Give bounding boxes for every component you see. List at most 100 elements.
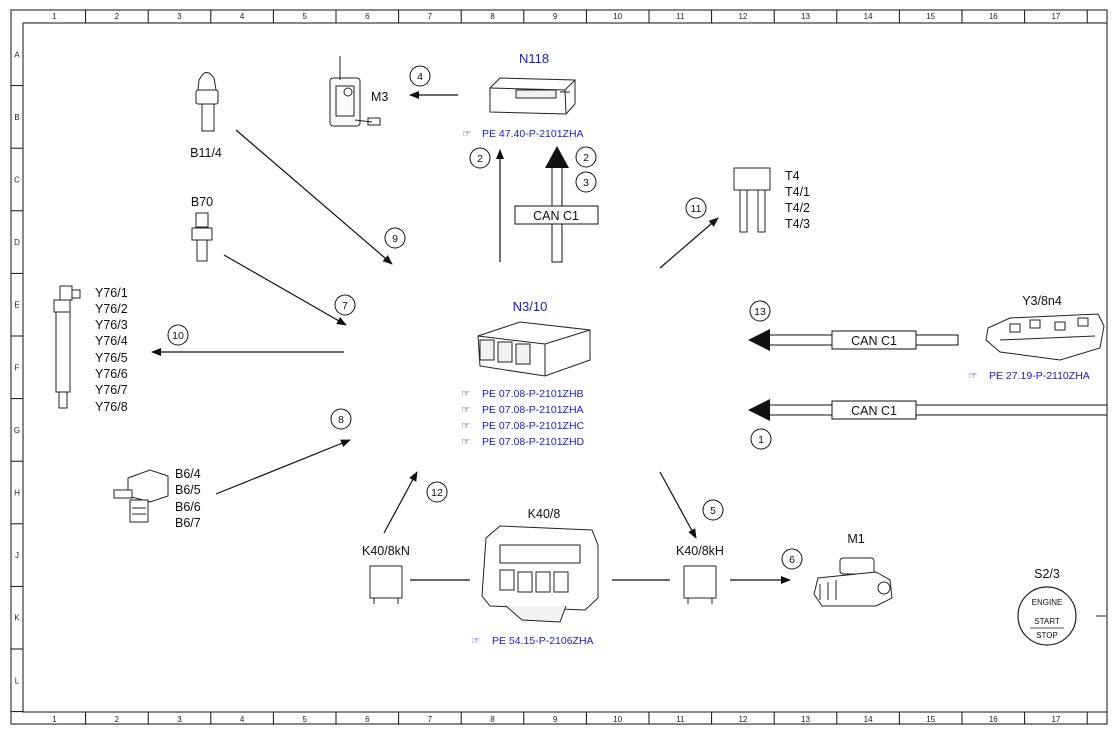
- k40-8-ref: PE 54.15-P-2106ZHA: [492, 635, 594, 647]
- n3-10-ref-link-2[interactable]: ☞ PE 07.08-P-2101ZHA: [461, 404, 584, 416]
- svg-text:5: 5: [710, 505, 716, 517]
- m1-starter-motor-icon: [813, 557, 893, 607]
- grid-row-label: C: [14, 176, 20, 185]
- grid-column-label: 14: [864, 12, 873, 21]
- grid-row-label: L: [15, 676, 20, 685]
- grid-column-label: 16: [989, 715, 998, 724]
- n3-10-label: N3/10: [513, 299, 548, 314]
- n3-10-ref-link-1[interactable]: ☞ PE 07.08-P-2101ZHB: [461, 388, 584, 400]
- hand-pointer-icon: ☞: [461, 420, 470, 432]
- callout-7: 7: [334, 294, 356, 316]
- m3-label: M3: [371, 90, 388, 104]
- engine-start-stop-button[interactable]: ENGINE START STOP: [1017, 586, 1077, 646]
- svg-text:8: 8: [338, 414, 344, 426]
- b6-label-4: B6/7: [175, 516, 201, 530]
- grid-column-label: 12: [738, 12, 747, 21]
- n118-module-icon: [489, 77, 576, 115]
- y3-8n4-ref-link[interactable]: ☞ PE 27.19-P-2110ZHA: [968, 370, 1090, 382]
- k40-8-label: K40/8: [528, 507, 561, 521]
- k40-8-ref-link[interactable]: ☞ PE 54.15-P-2106ZHA: [471, 635, 594, 647]
- button-line-stop: STOP: [1036, 631, 1058, 640]
- y76-label-6: Y76/6: [95, 367, 128, 381]
- grid-column-label: 11: [676, 715, 685, 724]
- grid-column-label: 7: [428, 715, 433, 724]
- hand-pointer-icon: ☞: [461, 436, 470, 448]
- callout-13: 13: [749, 300, 771, 322]
- y76-label-4: Y76/4: [95, 334, 128, 348]
- can-bus-right-1: CAN C1: [748, 329, 959, 351]
- can-bus-top: CAN C1: [514, 146, 599, 263]
- callout-12: 12: [426, 481, 448, 503]
- n3-10-ref-3: PE 07.08-P-2101ZHC: [482, 420, 585, 432]
- y3-8n4-ref: PE 27.19-P-2110ZHA: [989, 370, 1090, 382]
- svg-text:12: 12: [431, 487, 443, 499]
- grid-column-label: 3: [177, 715, 182, 724]
- arrow-7: [223, 254, 347, 326]
- grid-row-label: F: [15, 363, 20, 372]
- y76-label-3: Y76/3: [95, 318, 128, 332]
- grid-column-label: 6: [365, 715, 370, 724]
- k40-8-fuse-box-icon: [481, 525, 599, 623]
- n3-10-ref-link-3[interactable]: ☞ PE 07.08-P-2101ZHC: [461, 420, 585, 432]
- arrow-12: [383, 471, 418, 534]
- y76-label-1: Y76/1: [95, 286, 128, 300]
- callout-8: 8: [330, 408, 352, 430]
- grid-column-label: 1: [52, 715, 57, 724]
- svg-text:3: 3: [583, 177, 589, 189]
- grid-column-label: 8: [490, 715, 495, 724]
- grid-column-label: 10: [613, 12, 622, 21]
- t4-label-4: T4/3: [785, 217, 810, 231]
- grid-row-label: J: [15, 551, 19, 560]
- callout-2a: 2: [469, 147, 491, 169]
- k40-8kn-relay-icon: [369, 565, 403, 604]
- n3-10-ref-2: PE 07.08-P-2101ZHA: [482, 404, 584, 416]
- b6-sensor-icon: [113, 469, 169, 523]
- signal-arrows: [151, 91, 791, 584]
- y76-injector-icon: [53, 285, 81, 409]
- grid-row-label: A: [14, 50, 20, 59]
- svg-text:2: 2: [477, 153, 483, 165]
- k40-8kh-label: K40/8kH: [676, 544, 724, 558]
- t4-label-2: T4/1: [785, 185, 810, 199]
- grid-column-label: 13: [801, 715, 810, 724]
- grid-row-label: K: [14, 614, 20, 623]
- k40-8kn-label: K40/8kN: [362, 544, 410, 558]
- grid-column-label: 7: [428, 12, 433, 21]
- start-stop-button-ring: [1017, 586, 1077, 646]
- button-line-start: START: [1034, 617, 1060, 626]
- grid-row-label: B: [14, 113, 19, 122]
- grid-column-label: 6: [365, 12, 370, 21]
- grid-column-label: 15: [926, 715, 935, 724]
- svg-text:13: 13: [754, 306, 766, 318]
- grid-column-label: 2: [115, 12, 120, 21]
- grid-column-label: 1: [52, 12, 57, 21]
- n118-ref-link[interactable]: ☞ PE 47.40-P-2101ZHA: [462, 128, 584, 140]
- grid-column-label: 5: [302, 12, 307, 21]
- s2-3-label: S2/3: [1034, 567, 1060, 581]
- grid-column-label: 16: [989, 12, 998, 21]
- n3-10-ref-link-4[interactable]: ☞ PE 07.08-P-2101ZHD: [461, 436, 585, 448]
- svg-text:4: 4: [417, 71, 423, 83]
- b6-label-1: B6/4: [175, 467, 201, 481]
- grid-row-label: E: [14, 301, 19, 310]
- callout-9: 9: [384, 227, 406, 249]
- grid-column-label: 15: [926, 12, 935, 21]
- hand-pointer-icon: ☞: [968, 370, 977, 382]
- hand-pointer-icon: ☞: [471, 635, 480, 647]
- t4-sensor-icon: [733, 167, 771, 233]
- n118-label: N118: [519, 51, 549, 66]
- y3-8n4-label: Y3/8n4: [1022, 294, 1062, 308]
- grid-column-label: 2: [115, 715, 120, 724]
- grid-column-label: 14: [864, 715, 873, 724]
- b6-label-2: B6/5: [175, 483, 201, 497]
- callout-10: 10: [167, 324, 189, 346]
- b70-sensor-icon: [191, 212, 213, 262]
- grid-column-label: 4: [240, 715, 245, 724]
- n118-ref: PE 47.40-P-2101ZHA: [482, 128, 584, 140]
- grid-column-label: 11: [676, 12, 685, 21]
- svg-text:9: 9: [392, 233, 398, 245]
- grid-markers: 1122334455667788991010111112121313141415…: [11, 10, 1088, 724]
- svg-text:6: 6: [789, 554, 795, 566]
- can-label-right-2: CAN C1: [851, 404, 897, 418]
- y3-8n4-module-icon: [985, 313, 1105, 361]
